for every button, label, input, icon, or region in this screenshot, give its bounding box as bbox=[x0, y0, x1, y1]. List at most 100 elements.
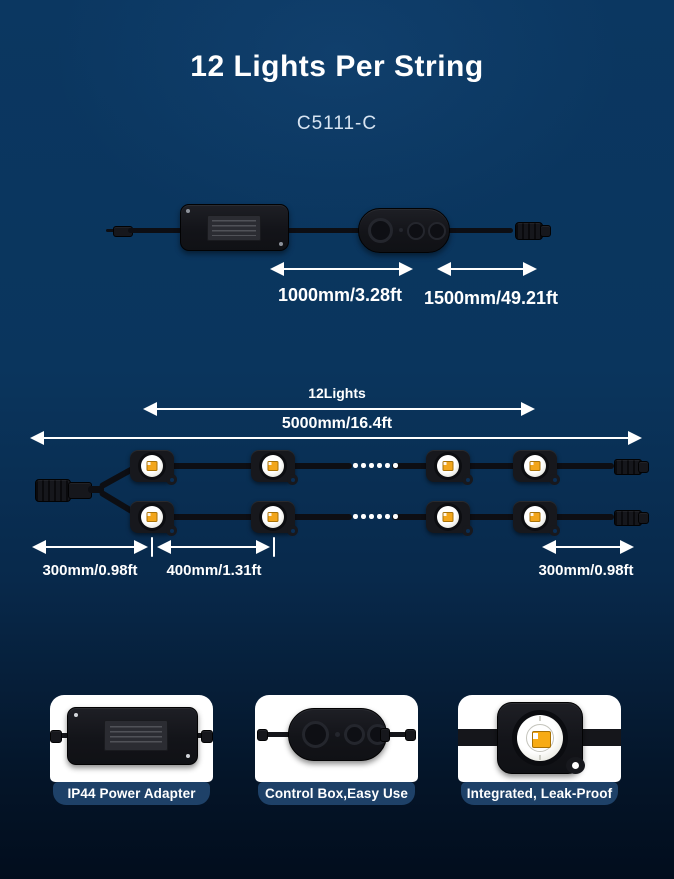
lens-notch bbox=[539, 755, 541, 760]
total-length-label: 5000mm/16.4ft bbox=[281, 415, 393, 432]
measure-arrow-left-lead bbox=[32, 540, 148, 554]
light-module bbox=[251, 450, 298, 485]
control-box-illustration bbox=[358, 208, 450, 253]
light-module bbox=[130, 450, 177, 485]
ellipsis-dots bbox=[353, 463, 398, 468]
measure-arrow-spacing bbox=[157, 540, 270, 554]
mount-tab bbox=[462, 525, 473, 536]
power-button-icon bbox=[302, 721, 329, 748]
power-adapter-illustration bbox=[180, 204, 289, 251]
string-end-connector bbox=[614, 510, 642, 526]
connector-tip bbox=[638, 461, 649, 473]
right-lead-label: 300mm/0.98ft bbox=[538, 562, 634, 579]
led-chip bbox=[146, 512, 158, 522]
mount-hole bbox=[572, 762, 579, 769]
light-module bbox=[130, 501, 177, 536]
control-box-body bbox=[288, 708, 390, 761]
light-module bbox=[513, 501, 560, 536]
controller-cable-length-label: 1500mm/49.21ft bbox=[423, 288, 559, 308]
led-chip bbox=[529, 512, 541, 522]
string-end-connector bbox=[614, 459, 642, 475]
led-lens bbox=[262, 506, 284, 528]
led-lens bbox=[262, 455, 284, 477]
measure-arrow-right-lead bbox=[542, 540, 634, 554]
mode-button-icon bbox=[407, 222, 425, 240]
power-button-icon bbox=[368, 218, 393, 243]
lens-notch bbox=[539, 716, 541, 721]
led-chip bbox=[442, 512, 454, 522]
module-body bbox=[497, 702, 585, 774]
feature-caption: IP44 Power Adapter bbox=[53, 782, 210, 805]
led-lens bbox=[141, 506, 163, 528]
led-chip bbox=[267, 512, 279, 522]
feature-card-light-module: Integrated, Leak-Proof bbox=[458, 695, 621, 805]
connector-tip bbox=[540, 225, 551, 237]
mount-tab bbox=[166, 525, 177, 536]
power-adapter-illustration bbox=[50, 695, 213, 782]
chip-glint bbox=[533, 733, 538, 739]
led-lens bbox=[524, 455, 546, 477]
measure-arrow-total-length bbox=[30, 431, 642, 445]
ellipsis-dots bbox=[353, 514, 398, 519]
light-module bbox=[426, 450, 473, 485]
brightness-button-icon bbox=[428, 222, 446, 240]
led-lens bbox=[524, 506, 546, 528]
adapter-spec-label bbox=[207, 215, 261, 241]
screw-dot-icon bbox=[279, 242, 283, 246]
light-module bbox=[251, 501, 298, 536]
mount-tab bbox=[549, 525, 560, 536]
feature-card-power-adapter: IP44 Power Adapter bbox=[50, 695, 213, 805]
adapter-body bbox=[67, 707, 198, 765]
light-module bbox=[513, 450, 560, 485]
cable-end bbox=[201, 730, 213, 743]
measure-arrow-12lights bbox=[143, 402, 535, 416]
mount-tab bbox=[462, 474, 473, 485]
measure-arrow-controller-cable bbox=[437, 262, 537, 276]
screw-dot-icon bbox=[186, 209, 190, 213]
measure-tick bbox=[151, 537, 153, 557]
mount-tab bbox=[287, 525, 298, 536]
measure-tick bbox=[273, 537, 275, 557]
led-chip bbox=[146, 461, 158, 471]
light-module bbox=[426, 501, 473, 536]
mount-tab bbox=[549, 474, 560, 485]
string-cable bbox=[392, 514, 614, 520]
cable-end bbox=[257, 729, 268, 741]
feature-caption: Control Box,Easy Use bbox=[258, 782, 415, 805]
screw-dot-icon bbox=[74, 713, 78, 717]
left-lead-label: 300mm/0.98ft bbox=[42, 562, 138, 579]
led-chip bbox=[442, 461, 454, 471]
lights-count-label: 12Lights bbox=[308, 385, 366, 401]
adapter-spec-label bbox=[104, 720, 168, 751]
lens-inner-ring bbox=[526, 724, 554, 752]
adapter-cable-length-label: 1000mm/3.28ft bbox=[277, 285, 403, 305]
led-chip bbox=[267, 461, 279, 471]
control-box-illustration bbox=[255, 695, 418, 782]
mount-tab bbox=[166, 474, 177, 485]
connector-tip bbox=[638, 512, 649, 524]
cable-end bbox=[405, 729, 416, 741]
led-chip bbox=[532, 731, 551, 748]
y-splitter-plug bbox=[35, 479, 71, 502]
measure-arrow-adapter-cable bbox=[270, 262, 413, 276]
light-module-illustration bbox=[458, 695, 621, 782]
string-cable bbox=[392, 463, 614, 469]
indicator-dot-icon bbox=[335, 732, 340, 737]
feature-card-control-box: Control Box,Easy Use bbox=[255, 695, 418, 805]
plug-tip bbox=[106, 229, 116, 232]
mode-button-icon bbox=[344, 724, 365, 745]
led-chip bbox=[529, 461, 541, 471]
led-lens bbox=[141, 455, 163, 477]
screw-dot-icon bbox=[186, 754, 190, 758]
indicator-dot-icon bbox=[399, 228, 403, 232]
led-lens bbox=[437, 455, 459, 477]
mount-tab bbox=[287, 474, 298, 485]
page-title: 12 Lights Per String bbox=[190, 50, 484, 83]
controller-port bbox=[380, 728, 390, 742]
cable-end bbox=[50, 730, 62, 743]
model-number: C5111-C bbox=[296, 113, 378, 134]
mount-tab bbox=[566, 757, 585, 774]
power-cable bbox=[128, 228, 513, 233]
y-splitter-stem bbox=[88, 486, 104, 493]
